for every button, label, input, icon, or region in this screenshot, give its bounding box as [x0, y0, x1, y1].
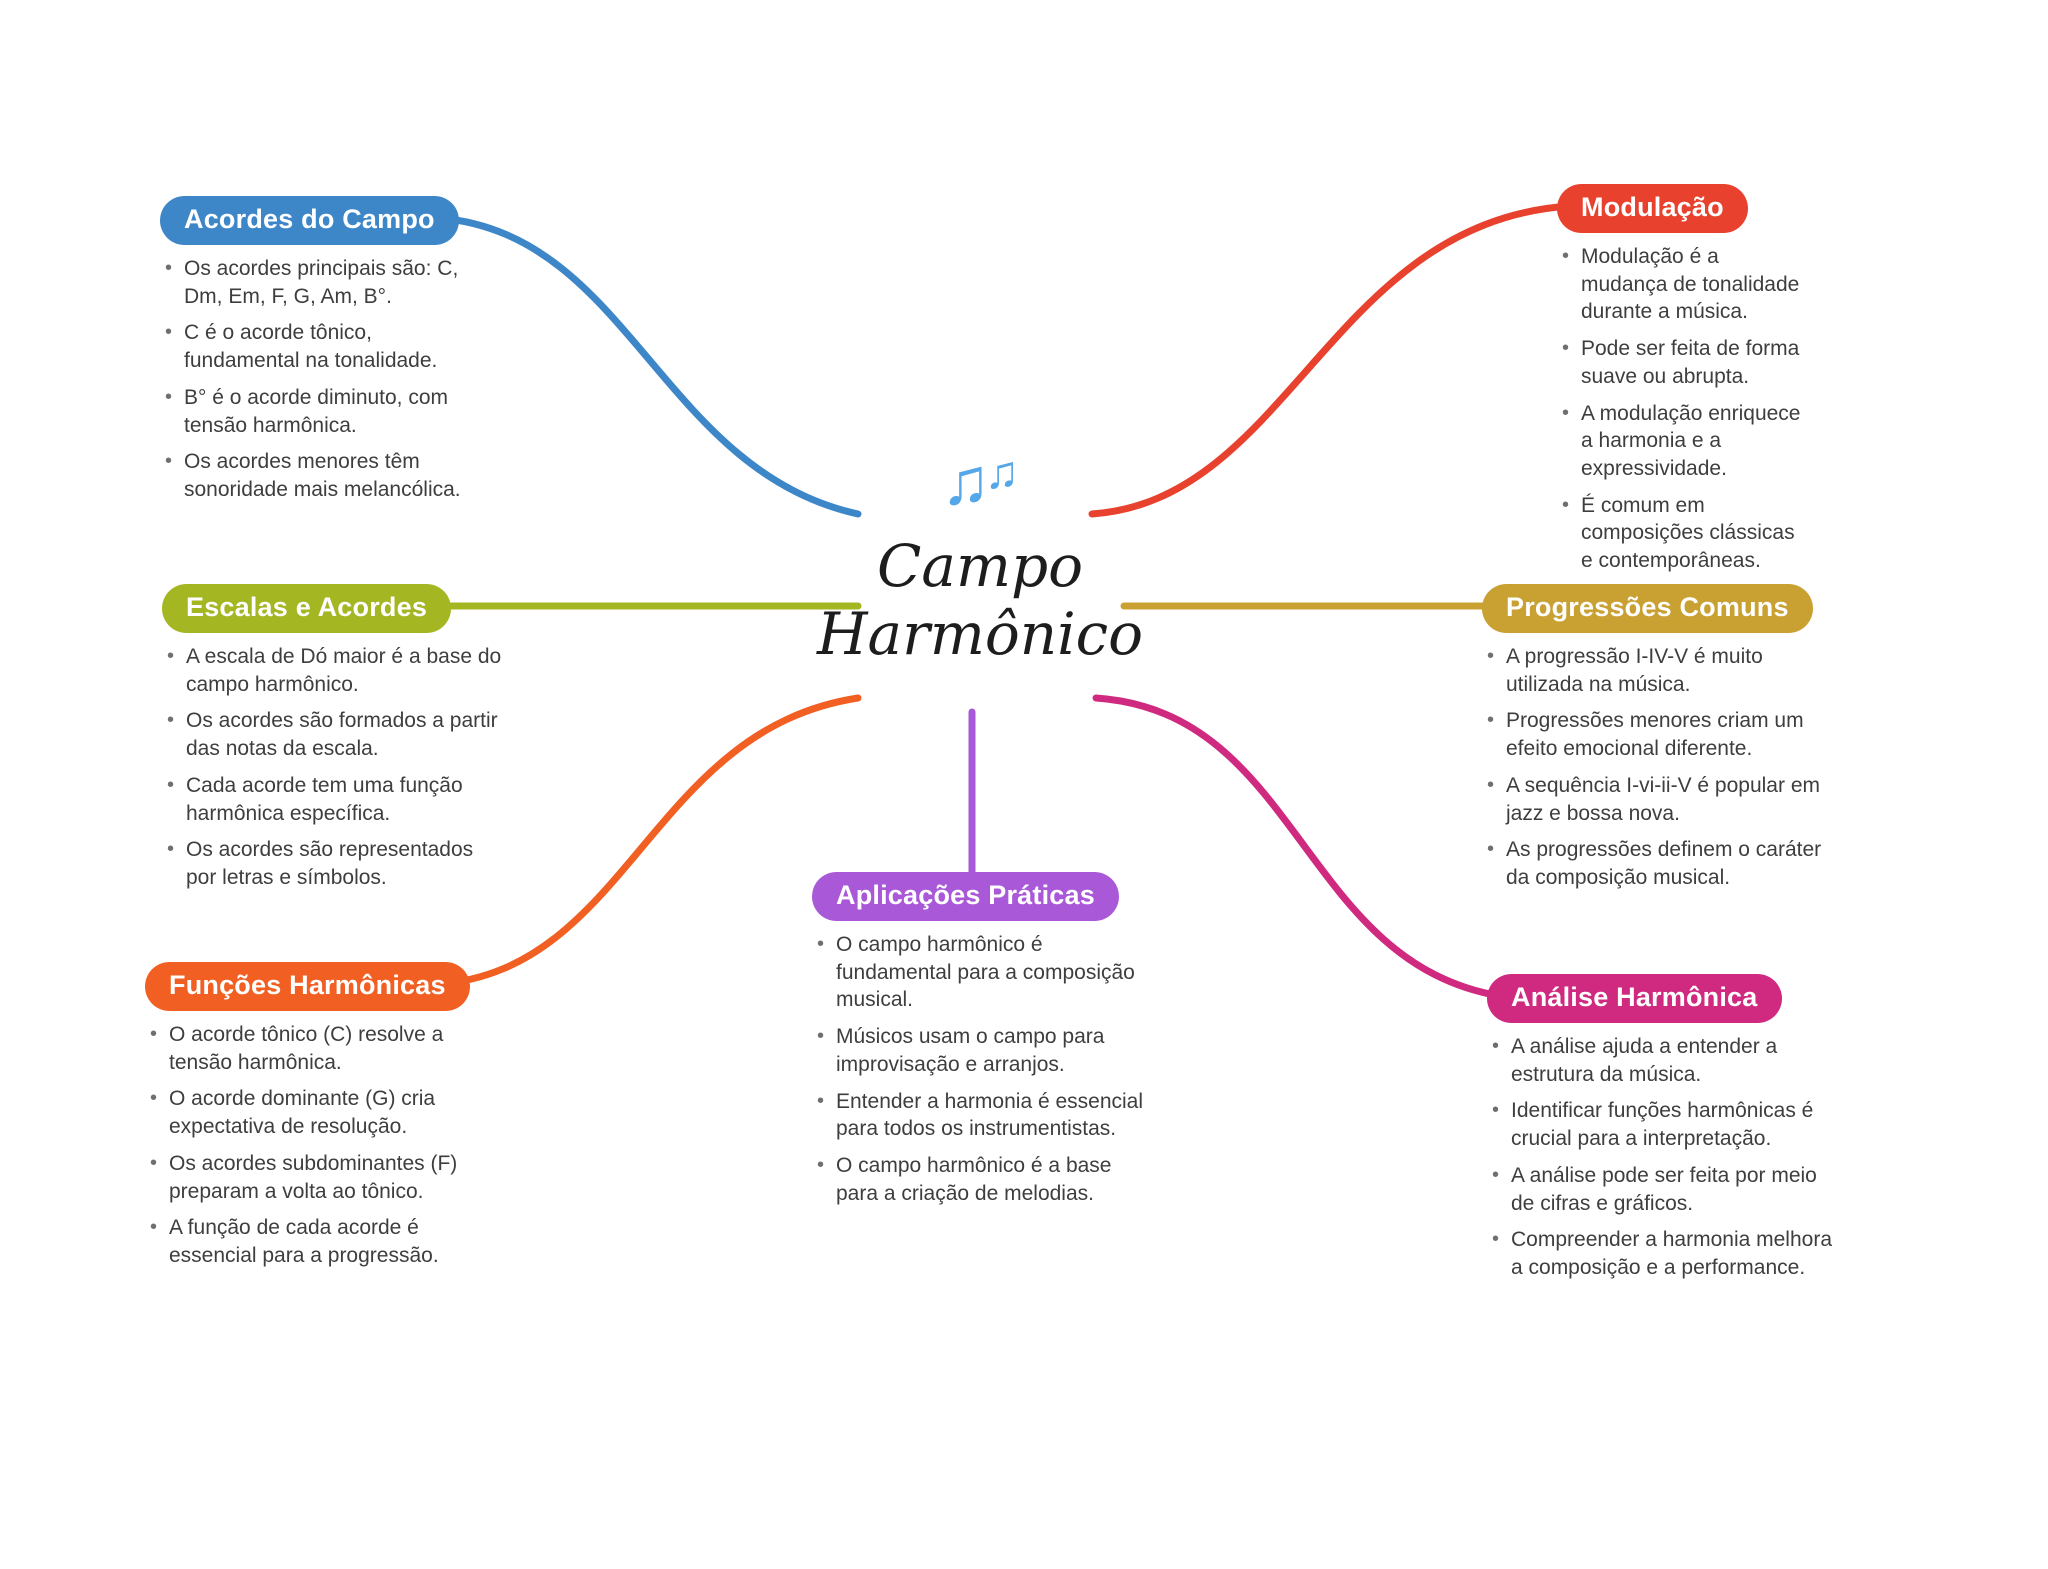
list-item: A análise pode ser feita por meio de cif…	[1487, 1162, 1832, 1217]
list-item: As progressões definem o caráter da comp…	[1482, 836, 1832, 891]
list-item: Entender a harmonia é essencial para tod…	[812, 1088, 1157, 1143]
list-item: O campo harmônico é fundamental para a c…	[812, 931, 1157, 1014]
branch-title-funcoes-harmonicas: Funções Harmônicas	[145, 962, 470, 1011]
list-item: Os acordes são formados a partir das not…	[162, 707, 502, 762]
list-item: Compreender a harmonia melhora a composi…	[1487, 1226, 1832, 1281]
list-item: É comum em composições clássicas e conte…	[1557, 492, 1807, 575]
list-item: B° é o acorde diminuto, com tensão harmô…	[160, 384, 490, 439]
list-item: O acorde tônico (C) resolve a tensão har…	[145, 1021, 490, 1076]
branch-title-acordes-do-campo: Acordes do Campo	[160, 196, 459, 245]
center-title-line1: Campo	[876, 532, 1083, 600]
list-item: O acorde dominante (G) cria expectativa …	[145, 1085, 490, 1140]
list-item: Progressões menores criam um efeito emoc…	[1482, 707, 1832, 762]
list-item: Músicos usam o campo para improvisação e…	[812, 1023, 1157, 1078]
branch-list-aplicacoes-praticas: O campo harmônico é fundamental para a c…	[812, 931, 1157, 1207]
list-item: A escala de Dó maior é a base do campo h…	[162, 643, 502, 698]
connector-modulacao	[1088, 202, 1574, 518]
connector-analise	[1092, 694, 1504, 1000]
list-item: Os acordes subdominantes (F) preparam a …	[145, 1150, 490, 1205]
branch-list-acordes-do-campo: Os acordes principais são: C, Dm, Em, F,…	[160, 255, 490, 504]
music-note-small: ♫	[984, 446, 1020, 498]
branch-list-progressoes-comuns: A progressão I-IV-V é muito utilizada na…	[1482, 643, 1832, 892]
branch-analise-harmonica: Análise Harmônica A análise ajuda a ente…	[1487, 974, 1832, 1291]
branch-aplicacoes-praticas: Aplicações Práticas O campo harmônico é …	[812, 872, 1157, 1216]
center-node: ♫♫ Campo Harmônico	[790, 448, 1170, 669]
branch-title-analise-harmonica: Análise Harmônica	[1487, 974, 1782, 1023]
list-item: Os acordes principais são: C, Dm, Em, F,…	[160, 255, 490, 310]
music-note-large: ♫	[941, 444, 991, 518]
music-notes-icon: ♫♫	[790, 448, 1170, 532]
branch-list-funcoes-harmonicas: O acorde tônico (C) resolve a tensão har…	[145, 1021, 490, 1270]
branch-title-progressoes-comuns: Progressões Comuns	[1482, 584, 1813, 633]
list-item: C é o acorde tônico, fundamental na tona…	[160, 319, 490, 374]
list-item: O campo harmônico é a base para a criaçã…	[812, 1152, 1157, 1207]
list-item: Identificar funções harmônicas é crucial…	[1487, 1097, 1832, 1152]
branch-list-modulacao: Modulação é a mudança de tonalidade dura…	[1557, 243, 1807, 575]
branch-modulacao: Modulação Modulação é a mudança de tonal…	[1557, 184, 1807, 584]
branch-escalas-e-acordes: Escalas e Acordes A escala de Dó maior é…	[162, 584, 502, 901]
branch-list-escalas-e-acordes: A escala de Dó maior é a base do campo h…	[162, 643, 502, 892]
list-item: Os acordes menores têm sonoridade mais m…	[160, 448, 490, 503]
branch-title-aplicacoes-praticas: Aplicações Práticas	[812, 872, 1119, 921]
list-item: A análise ajuda a entender a estrutura d…	[1487, 1033, 1832, 1088]
list-item: A progressão I-IV-V é muito utilizada na…	[1482, 643, 1832, 698]
list-item: Os acordes são representados por letras …	[162, 836, 502, 891]
list-item: Pode ser feita de forma suave ou abrupta…	[1557, 335, 1807, 390]
connector-acordes-do-campo	[436, 214, 862, 518]
list-item: A modulação enriquece a harmonia e a exp…	[1557, 400, 1807, 483]
branch-list-analise-harmonica: A análise ajuda a entender a estrutura d…	[1487, 1033, 1832, 1282]
branch-funcoes-harmonicas: Funções Harmônicas O acorde tônico (C) r…	[145, 962, 490, 1279]
branch-title-modulacao: Modulação	[1557, 184, 1748, 233]
branch-title-escalas-e-acordes: Escalas e Acordes	[162, 584, 452, 633]
branch-acordes-do-campo: Acordes do Campo Os acordes principais s…	[160, 196, 490, 513]
connector-funcoes	[436, 694, 862, 988]
center-title-line2: Harmônico	[816, 600, 1144, 669]
list-item: A função de cada acorde é essencial para…	[145, 1214, 490, 1269]
list-item: Cada acorde tem uma função harmônica esp…	[162, 772, 502, 827]
branch-progressoes-comuns: Progressões Comuns A progressão I-IV-V é…	[1482, 584, 1832, 901]
list-item: Modulação é a mudança de tonalidade dura…	[1557, 243, 1807, 326]
list-item: A sequência I-vi-ii-V é popular em jazz …	[1482, 772, 1832, 827]
